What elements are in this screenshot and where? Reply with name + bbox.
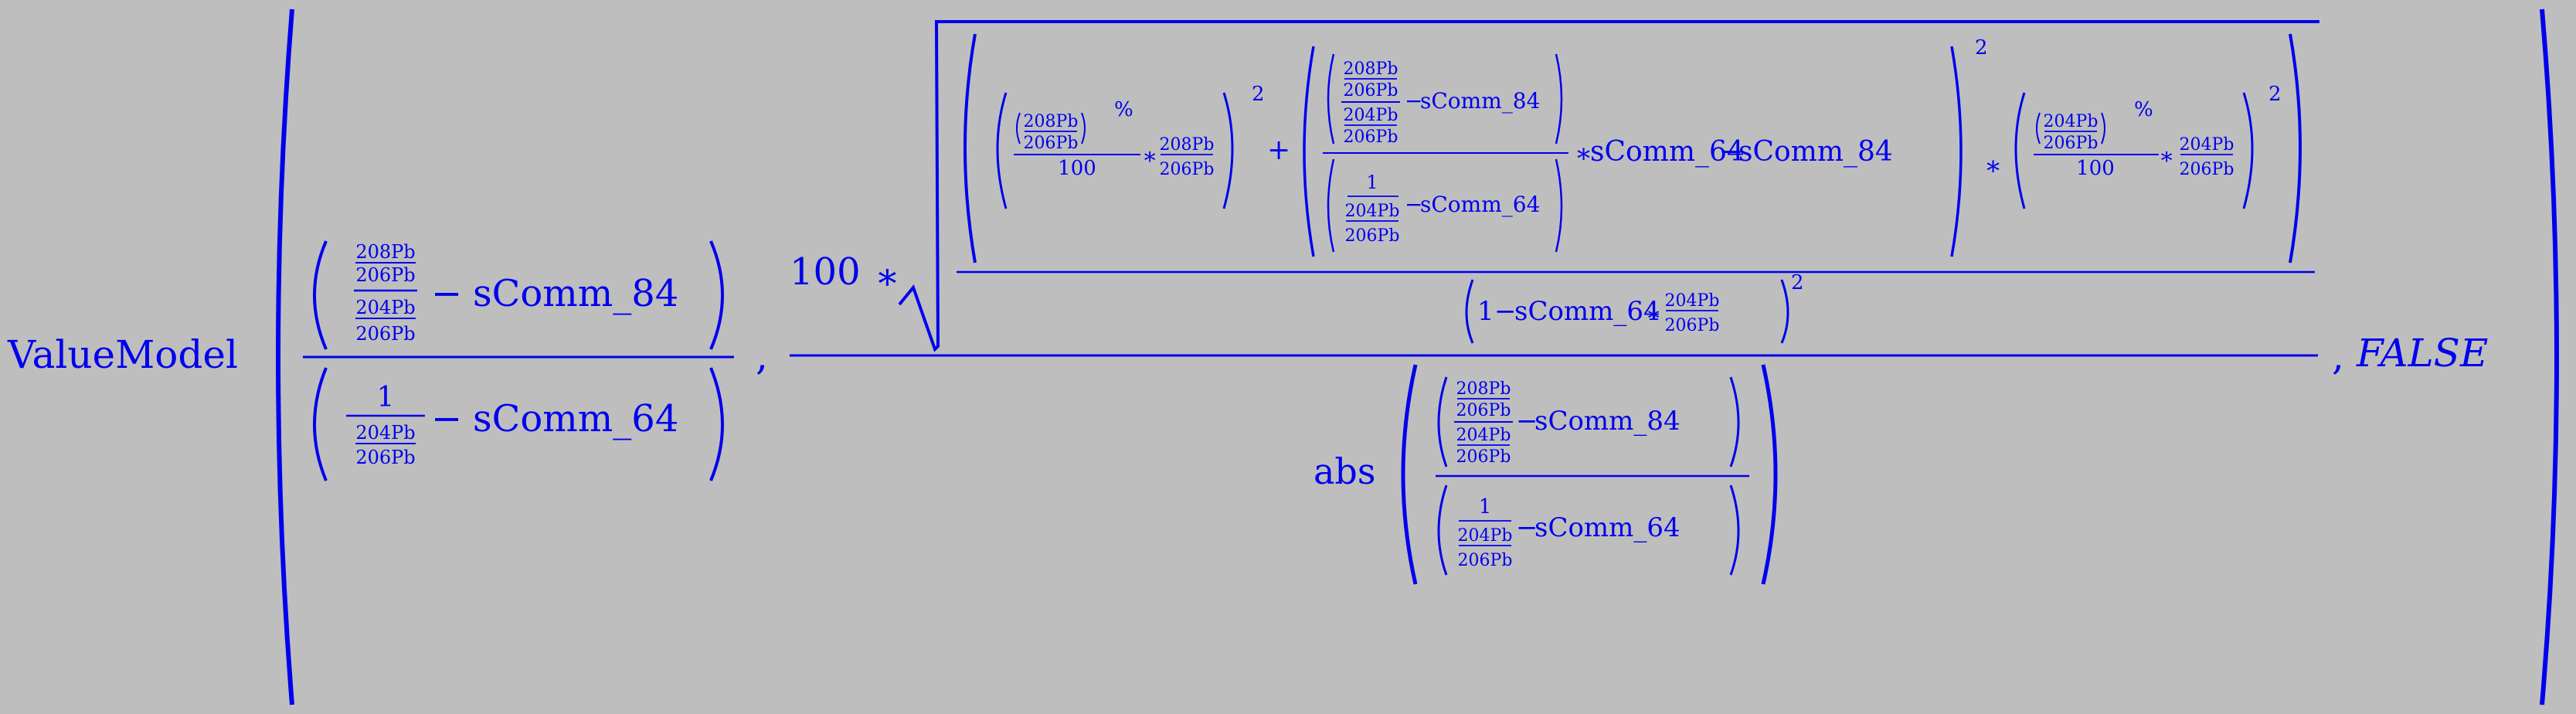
svg-text:206Pb: 206Pb bbox=[1345, 226, 1400, 246]
outer-left-paren bbox=[276, 8, 294, 706]
ratio-204-206: 204Pb 206Pb bbox=[355, 297, 416, 345]
scomm-84: sComm_84 bbox=[1420, 88, 1540, 114]
ratio-204-206: 204Pb 206Pb bbox=[2180, 135, 2234, 179]
multiply-sign: ∗ bbox=[1575, 138, 1592, 169]
minus-sign: − bbox=[1720, 136, 1743, 168]
abs-function: abs bbox=[1313, 450, 1375, 492]
svg-text:206Pb: 206Pb bbox=[1665, 316, 1720, 335]
minus-sign: − bbox=[1405, 192, 1422, 217]
svg-text:208Pb: 208Pb bbox=[1344, 60, 1398, 79]
ratio-204-206: 204Pb 206Pb bbox=[1458, 526, 1513, 570]
scomm-64: sComm_64 bbox=[473, 397, 678, 440]
square-exponent: 2 bbox=[2268, 83, 2282, 106]
hundred: 100 bbox=[2076, 157, 2115, 180]
scomm-84: sComm_84 bbox=[1534, 406, 1681, 437]
square-exponent: 2 bbox=[1975, 36, 1988, 60]
minus-sign: − bbox=[1516, 512, 1538, 543]
percent-exponent: % bbox=[2134, 98, 2153, 121]
svg-text:206Pb: 206Pb bbox=[2180, 160, 2234, 179]
svg-text:206Pb: 206Pb bbox=[1344, 81, 1398, 100]
ratio-204-206: 204Pb 206Pb bbox=[1456, 426, 1511, 467]
svg-text:206Pb: 206Pb bbox=[355, 264, 415, 286]
hundred: 100 bbox=[790, 250, 861, 294]
outer-right-paren bbox=[2540, 8, 2559, 706]
scomm-64: sComm_64 bbox=[1514, 296, 1660, 327]
scomm-64: sComm_64 bbox=[1420, 192, 1540, 217]
svg-text:206Pb: 206Pb bbox=[1344, 128, 1398, 147]
svg-text:206Pb: 206Pb bbox=[355, 447, 415, 468]
minus-sign: − bbox=[431, 272, 462, 315]
minus-sign: − bbox=[1494, 296, 1517, 327]
multiply-sign: ∗ bbox=[2159, 143, 2174, 170]
multiply-sign: ∗ bbox=[875, 255, 900, 298]
svg-text:204Pb: 204Pb bbox=[1345, 202, 1400, 221]
term-one: 208Pb 206Pb % 100 ∗ 208Pb 206Pb 2 bbox=[996, 83, 1265, 209]
numeral-one: 1 bbox=[377, 382, 395, 413]
svg-text:204Pb: 204Pb bbox=[1458, 526, 1513, 546]
minus-sign: − bbox=[1516, 406, 1538, 437]
ratio-208-206: 208Pb 206Pb bbox=[1024, 112, 1079, 153]
square-exponent: 2 bbox=[1252, 83, 1265, 106]
svg-text:208Pb: 208Pb bbox=[1160, 135, 1215, 155]
ratio-204-206: 204Pb 206Pb bbox=[355, 422, 416, 468]
multiply-sign: ∗ bbox=[1142, 143, 1157, 170]
svg-text:204Pb: 204Pb bbox=[355, 422, 415, 444]
ratio-204-206: 204Pb 206Pb bbox=[1344, 106, 1398, 147]
numeral-one: 1 bbox=[1477, 296, 1494, 327]
scomm-84: sComm_84 bbox=[1738, 136, 1893, 168]
second-argument: 100 ∗ 208Pb 206Pb % 100 ∗ 208Pb 206Pb bbox=[790, 20, 2319, 585]
multiply-sign: ∗ bbox=[1984, 151, 2002, 182]
svg-text:204Pb: 204Pb bbox=[355, 297, 415, 318]
svg-text:206Pb: 206Pb bbox=[1456, 401, 1511, 420]
ratio-208-206: 208Pb 206Pb bbox=[1344, 60, 1398, 100]
svg-text:204Pb: 204Pb bbox=[1665, 291, 1720, 311]
sqrt-denominator: 1 − sComm_64 ∗ 204Pb 206Pb 2 bbox=[1465, 271, 1804, 344]
ratio-208-206: 208Pb 206Pb bbox=[1456, 379, 1511, 420]
svg-text:208Pb: 208Pb bbox=[1024, 112, 1079, 131]
ratio-204-206: 204Pb 206Pb bbox=[1665, 291, 1720, 335]
ratio-204-206: 204Pb 206Pb bbox=[2044, 112, 2099, 153]
function-name: ValueModel bbox=[7, 332, 238, 377]
svg-text:206Pb: 206Pb bbox=[1456, 447, 1511, 467]
sqrt-sign bbox=[898, 20, 2319, 352]
comma-separator: , bbox=[2332, 334, 2344, 379]
svg-text:204Pb: 204Pb bbox=[1456, 426, 1511, 445]
svg-text:206Pb: 206Pb bbox=[1160, 160, 1215, 179]
svg-text:204Pb: 204Pb bbox=[2180, 135, 2234, 155]
false-argument: FALSE bbox=[2356, 331, 2488, 376]
ratio-208-206: 208Pb 206Pb bbox=[1160, 135, 1215, 179]
svg-text:208Pb: 208Pb bbox=[355, 241, 415, 263]
scomm-64: sComm_64 bbox=[1534, 512, 1681, 543]
svg-text:206Pb: 206Pb bbox=[1458, 551, 1513, 570]
first-argument: 208Pb 206Pb 204Pb 206Pb − sComm_84 1 204… bbox=[303, 240, 734, 481]
svg-text:208Pb: 208Pb bbox=[1456, 379, 1511, 399]
minus-sign: − bbox=[1405, 88, 1422, 114]
abs-denominator: abs 208Pb 206Pb 204Pb 206Pb − sComm_84 1 bbox=[1313, 364, 1778, 585]
numeral-one: 1 bbox=[1366, 172, 1378, 193]
svg-text:206Pb: 206Pb bbox=[2044, 134, 2099, 153]
plus-sign: + bbox=[1267, 134, 1290, 166]
minus-sign: − bbox=[431, 397, 462, 440]
svg-text:204Pb: 204Pb bbox=[2044, 112, 2099, 131]
svg-text:206Pb: 206Pb bbox=[355, 323, 415, 345]
svg-text:206Pb: 206Pb bbox=[1024, 134, 1079, 153]
numeral-one: 1 bbox=[1479, 495, 1492, 518]
svg-text:204Pb: 204Pb bbox=[1344, 106, 1398, 125]
ratio-204-206: 204Pb 206Pb bbox=[1345, 202, 1400, 246]
scomm-64: sComm_64 bbox=[1590, 136, 1745, 168]
comma-separator: , bbox=[756, 334, 768, 379]
multiply-sign: ∗ bbox=[1646, 301, 1661, 328]
hundred: 100 bbox=[1058, 157, 1096, 180]
scomm-84: sComm_84 bbox=[473, 272, 678, 315]
square-exponent: 2 bbox=[1791, 271, 1804, 294]
ratio-208-206: 208Pb 206Pb bbox=[355, 241, 416, 286]
percent-exponent: % bbox=[1114, 98, 1133, 121]
term-two: 208Pb 206Pb 204Pb 206Pb − sComm_84 1 204… bbox=[1303, 36, 2282, 257]
